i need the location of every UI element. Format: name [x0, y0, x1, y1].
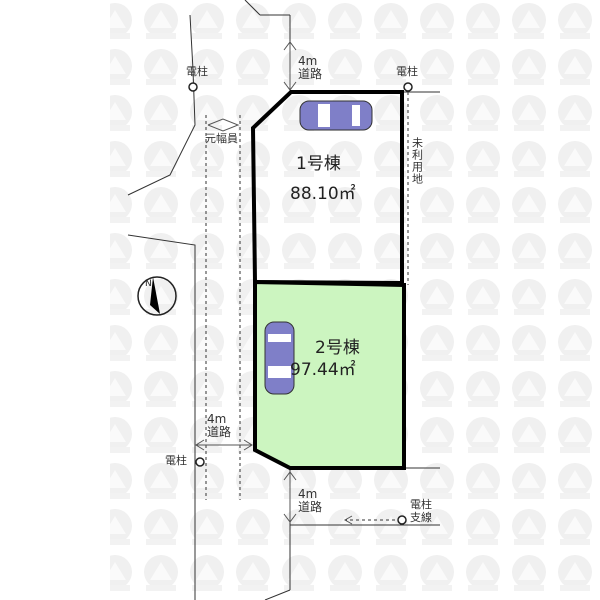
road-left-label: 道路	[207, 425, 232, 439]
pole-label: 電柱	[165, 454, 187, 467]
road-bottom-width: 4m	[298, 487, 318, 501]
road-top-label: 道路	[298, 67, 323, 81]
road-width-dashes	[205, 92, 409, 521]
dimension-arrows	[195, 41, 353, 525]
lot-1[interactable]	[250, 90, 404, 286]
lot-1-area: 88.10㎡	[290, 184, 356, 204]
pole-label: 電柱	[186, 65, 208, 78]
car-icon	[299, 100, 373, 131]
unused-land-label: 未利用地	[410, 137, 424, 185]
lot-2-name: 2号棟	[315, 338, 360, 358]
car-icon	[264, 321, 295, 395]
utility-pole-icons	[188, 82, 413, 525]
road-left-width: 4m	[207, 412, 227, 426]
pole-stay-label: 支線	[410, 511, 432, 524]
lot-2-area: 97.44㎡	[290, 360, 356, 380]
road-bottom-label: 道路	[298, 500, 323, 514]
lot-1-name: 1号棟	[296, 154, 341, 174]
svg-text:N: N	[145, 279, 152, 289]
north-compass-icon: N	[137, 276, 177, 316]
pole-label: 電柱	[410, 498, 432, 511]
pole-label: 電柱	[396, 65, 418, 78]
road-top-width: 4m	[298, 54, 318, 68]
width-note: 元幅員	[205, 132, 238, 145]
